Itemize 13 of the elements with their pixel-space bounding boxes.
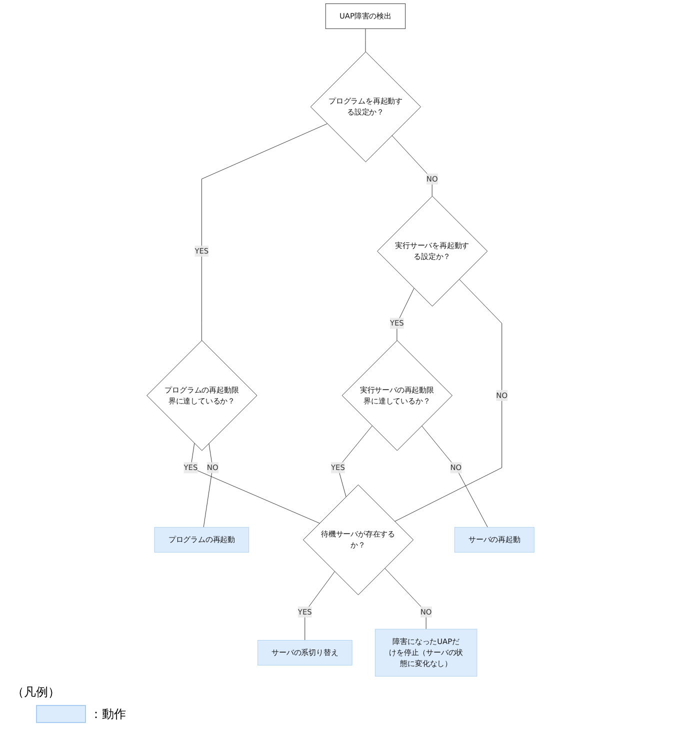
connector [338, 426, 372, 497]
legend-text: ：動作 [90, 706, 126, 722]
connector [304, 571, 335, 640]
connector [190, 443, 320, 524]
connector [384, 568, 426, 630]
connector [365, 28, 366, 52]
connector [394, 278, 502, 522]
connector [392, 135, 432, 196]
connector [201, 123, 328, 341]
connector [203, 443, 213, 528]
connector [396, 288, 414, 341]
legend-heading: （凡例） [12, 684, 61, 701]
connector [421, 426, 488, 528]
